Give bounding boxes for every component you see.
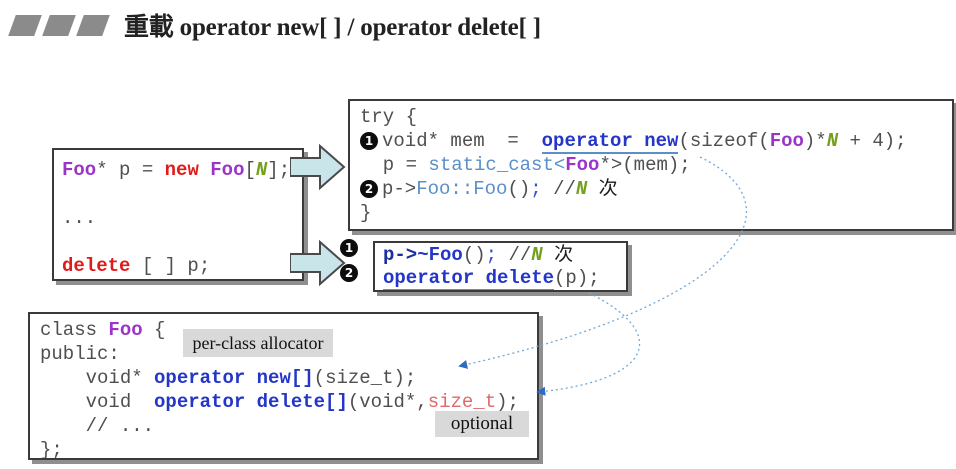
slide-bullet-icon: [42, 15, 76, 36]
code-line: void* operator new[](size_t);: [40, 366, 537, 390]
code-token: try {: [360, 106, 418, 128]
code-token: [ ] p;: [130, 255, 211, 277]
code-token: ;: [485, 244, 509, 266]
code-token: }: [360, 202, 372, 224]
slide-title: 重載 operator new[ ] / operator delete[ ]: [124, 14, 541, 41]
code-line: ...: [62, 202, 302, 250]
code-token: public:: [40, 343, 120, 365]
code-token: p =: [360, 154, 429, 176]
code-token: //: [508, 244, 532, 266]
code-token: };: [40, 439, 63, 460]
code-token: (size_t);: [313, 367, 417, 389]
code-token: )*: [803, 130, 827, 152]
code-token: operator new[]: [154, 367, 314, 389]
code-token: void: [40, 391, 155, 413]
connector-delete-to-declaration: [536, 292, 641, 396]
code-token: delete: [62, 255, 131, 277]
code-line: delete [ ] p;: [62, 250, 302, 279]
code-token: new: [164, 159, 199, 181]
step-1-badge: 1: [360, 132, 378, 150]
step-2-badge: 2: [340, 264, 358, 282]
code-line: p->~Foo(); //N 次: [383, 244, 626, 267]
code-token: operator new: [541, 130, 679, 154]
code-token: class: [40, 319, 109, 341]
code-token: static_cast: [428, 154, 554, 176]
code-token: );: [496, 391, 519, 413]
code-token: 次: [587, 178, 618, 200]
slide-bullet-icon: [8, 15, 42, 36]
code-token: p->: [382, 178, 417, 200]
code-line: // ...: [40, 414, 537, 438]
code-token: size_t: [427, 391, 497, 413]
code-token: operator delete: [383, 267, 555, 290]
step-2-badge: 2: [360, 180, 378, 198]
code-token: * p =: [96, 159, 165, 181]
code-token: [: [244, 159, 256, 181]
code-token: Foo: [62, 159, 97, 181]
code-token: N: [826, 130, 839, 152]
code-token: (void*,: [347, 391, 428, 413]
code-token: N: [531, 244, 543, 266]
code-token: Foo: [210, 159, 245, 181]
code-line: p = static_cast<Foo*>(mem);: [360, 153, 952, 177]
code-token: ;: [530, 178, 554, 200]
code-line: operator delete(p);: [383, 267, 626, 290]
code-token: + 4);: [838, 130, 907, 152]
code-token: (): [507, 178, 531, 200]
code-token: p->: [383, 244, 418, 266]
code-token: void* mem =: [382, 130, 542, 152]
code-token: [199, 159, 210, 181]
code-line: public:: [40, 342, 537, 366]
code-token: ...: [62, 207, 97, 229]
right-block-arrow-icon: [290, 143, 346, 191]
code-token: {: [142, 319, 166, 341]
code-token: Foo: [108, 319, 143, 341]
code-token: (mem);: [622, 154, 691, 176]
code-token: ~Foo: [417, 244, 463, 266]
code-line: try {: [360, 105, 952, 129]
optional-label: optional: [435, 411, 529, 437]
code-token: N: [255, 159, 268, 181]
code-token: <: [553, 154, 566, 176]
source-code-box: Foo* p = new Foo[N];...delete [ ] p;: [52, 148, 304, 281]
slide-bullet-icons: [8, 15, 110, 36]
code-token: operator delete[]: [154, 391, 348, 413]
code-token: (sizeof(: [678, 130, 770, 152]
code-token: (p);: [554, 267, 600, 289]
per-class-allocator-label: per-class allocator: [183, 329, 333, 357]
code-token: //: [553, 178, 576, 200]
code-line: }: [360, 201, 952, 225]
code-line: class Foo {: [40, 318, 537, 342]
code-token: Foo: [769, 130, 804, 152]
step-1-badge: 1: [340, 239, 358, 257]
code-line: void operator delete[](void*,size_t);: [40, 390, 537, 414]
code-token: void*: [40, 367, 155, 389]
code-line: };: [40, 438, 537, 460]
right-block-arrow-icon: [290, 239, 346, 287]
code-token: ];: [267, 159, 291, 181]
code-line: Foo* p = new Foo[N];: [62, 154, 302, 202]
code-token: *>: [599, 154, 623, 176]
code-token: Foo: [565, 154, 600, 176]
code-token: Foo::Foo: [416, 178, 508, 200]
slide-bullet-icon: [76, 15, 110, 36]
code-token: 次: [542, 244, 574, 266]
code-token: (): [462, 244, 486, 266]
code-token: N: [575, 178, 588, 200]
code-token: // ...: [40, 415, 155, 437]
